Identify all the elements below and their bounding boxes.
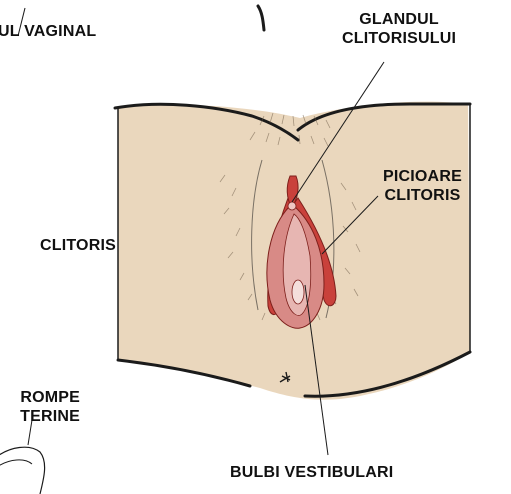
fallopian-tube-fragment — [0, 447, 45, 494]
label-vaginal: UL VAGINAL — [0, 22, 96, 41]
label-glans-line-2: CLITORISULUI — [342, 29, 456, 48]
clitoral-glans — [288, 202, 296, 210]
fallopian-tube-fragment-inner — [0, 460, 32, 468]
label-crura-line-2: CLITORIS — [383, 186, 462, 205]
decorative-stroke-top — [258, 6, 264, 30]
label-tubes-line-2: TERINE — [0, 407, 80, 426]
label-crura-line-1: PICIOARE — [383, 167, 462, 186]
label-tubes: ROMPE TERINE — [0, 388, 80, 426]
vaginal-opening — [292, 280, 304, 304]
label-clitoris: CLITORIS — [40, 236, 116, 255]
label-bulbs: BULBI VESTIBULARI — [230, 463, 393, 482]
label-glans: GLANDUL CLITORISULUI — [342, 10, 456, 48]
label-crura: PICIOARE CLITORIS — [383, 167, 462, 205]
label-glans-line-1: GLANDUL — [342, 10, 456, 29]
label-tubes-line-1: ROMPE — [0, 388, 80, 407]
